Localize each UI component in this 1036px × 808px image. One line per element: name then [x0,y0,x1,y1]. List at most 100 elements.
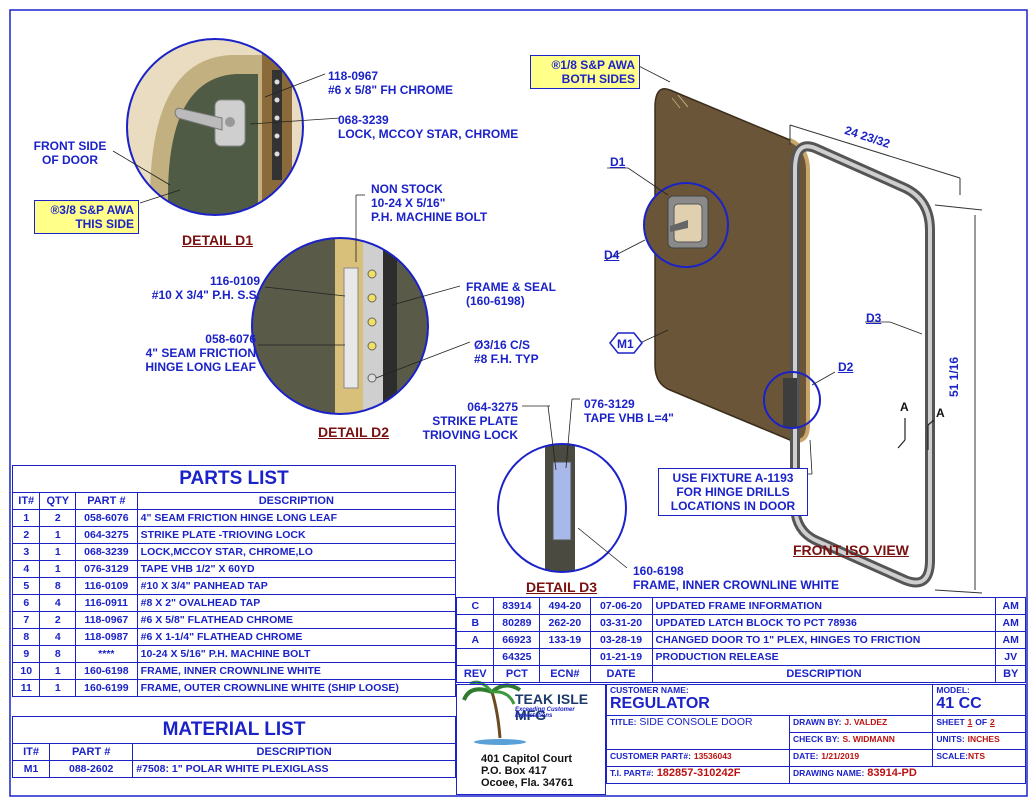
scale-label: SCALE: [936,751,968,761]
detail-d1-title: DETAIL D1 [182,232,254,248]
iso-d4-tag: D4 [604,248,620,262]
model-label: MODEL: [936,685,970,696]
detail-d3-title: DETAIL D3 [526,579,598,595]
iso-d1-tag: D1 [610,155,626,169]
company-block: TEAK ISLE MFG Exceeding Customer Expecta… [456,684,606,795]
parts-list-title: PARTS LIST [12,465,456,493]
company-tagline: Exceeding Customer Expectations [515,707,575,719]
title-label: TITLE: [610,717,637,727]
revision-cell: 66923 [493,631,541,649]
drawing-title: SIDE CONSOLE DOOR [639,716,753,729]
revision-header-cell: PCT [493,665,541,683]
ti-part-value: 182857-310242F [656,767,741,780]
parts-list-cell: 118-0967 [75,611,138,629]
iso-height-dimension: 51 1/16 [947,356,962,398]
parts-list-cell: 1 [39,662,77,680]
iso-section-a-left: A [900,400,909,414]
iso-section-a-right: A [936,406,945,420]
revision-cell: 494-20 [539,597,591,615]
revision-header-cell: DESCRIPTION [651,665,997,683]
parts-list-cell: 8 [11,628,41,646]
revision-cell: 262-20 [539,614,591,632]
drawn-value: J. VALDEZ [844,717,888,727]
parts-list-cell: #6 X 5/8" FLATHEAD CHROME [136,611,457,629]
revision-header-cell: DATE [589,665,653,683]
parts-list-cell: 116-0911 [75,594,138,612]
parts-list-cell: 5 [11,577,41,595]
parts-list-cell: LOCK,MCCOY STAR, CHROME,LO [136,543,457,561]
date-value: 1/21/2019 [821,751,860,761]
parts-list-cell: 1 [39,526,77,544]
revision-cell: AM [995,614,1026,632]
customer-name: REGULATOR [610,695,710,712]
revision-header-cell: REV [455,665,495,683]
parts-list-cell: #8 X 2" OVALHEAD TAP [136,594,457,612]
revision-cell: AM [995,631,1026,649]
sheet-label: SHEET [936,717,965,727]
parts-list-cell: 2 [39,509,77,527]
d2-callout-frame-seal: FRAME & SEAL(160-6198) [466,280,556,308]
material-list-cell: M1 [11,760,51,778]
revision-cell [455,648,495,666]
revision-cell: UPDATED LATCH BLOCK TO PCT 78936 [651,614,997,632]
parts-list-cell: 1 [39,560,77,578]
drawn-label: DRAWN BY: [793,717,842,727]
material-list-cell: 088-2602 [49,760,134,778]
parts-list-cell: 8 [39,645,77,663]
parts-list-cell: #6 X 1-1/4" FLATHEAD CHROME [136,628,457,646]
parts-list-header-cell: PART # [75,492,138,510]
company-name: TEAK ISLE MFG [515,691,589,723]
detail-d3-view [497,443,627,573]
revision-cell: C [455,597,495,615]
parts-list-header-cell: QTY [39,492,77,510]
customer-label: CUSTOMER NAME: [610,685,689,696]
date-label: DATE: [793,751,819,761]
dimension-lines [789,124,983,594]
material-list-title: MATERIAL LIST [12,716,456,744]
parts-list-cell: **** [75,645,138,663]
d1-callout-screw: 118-0967#6 x 5/8" FH CHROME [328,69,454,97]
parts-list-cell: 4 [11,560,41,578]
revision-cell: AM [995,597,1026,615]
leader-lines [112,62,923,569]
revision-header-cell: ECN# [539,665,591,683]
section-a-markers [897,418,935,450]
parts-list-cell: 1 [39,543,77,561]
parts-list-cell: 068-3239 [75,543,138,561]
parts-list-cell: TAPE VHB 1/2" X 60YD [136,560,457,578]
title-block-table: CUSTOMER NAME: REGULATOR MODEL: 41 CC TI… [605,684,1026,784]
parts-list-cell: 076-3129 [75,560,138,578]
revision-cell: PRODUCTION RELEASE [651,648,997,666]
drawing-name-value: 83914-PD [867,767,917,780]
sheet-border [9,9,1028,797]
iso-frame [783,141,935,588]
iso-view-title: FRONT ISO VIEW [793,542,909,558]
revision-cell: 07-06-20 [589,597,653,615]
parts-list-cell: STRIKE PLATE -TRIOVING LOCK [136,526,457,544]
iso-d2-circle [763,371,821,429]
